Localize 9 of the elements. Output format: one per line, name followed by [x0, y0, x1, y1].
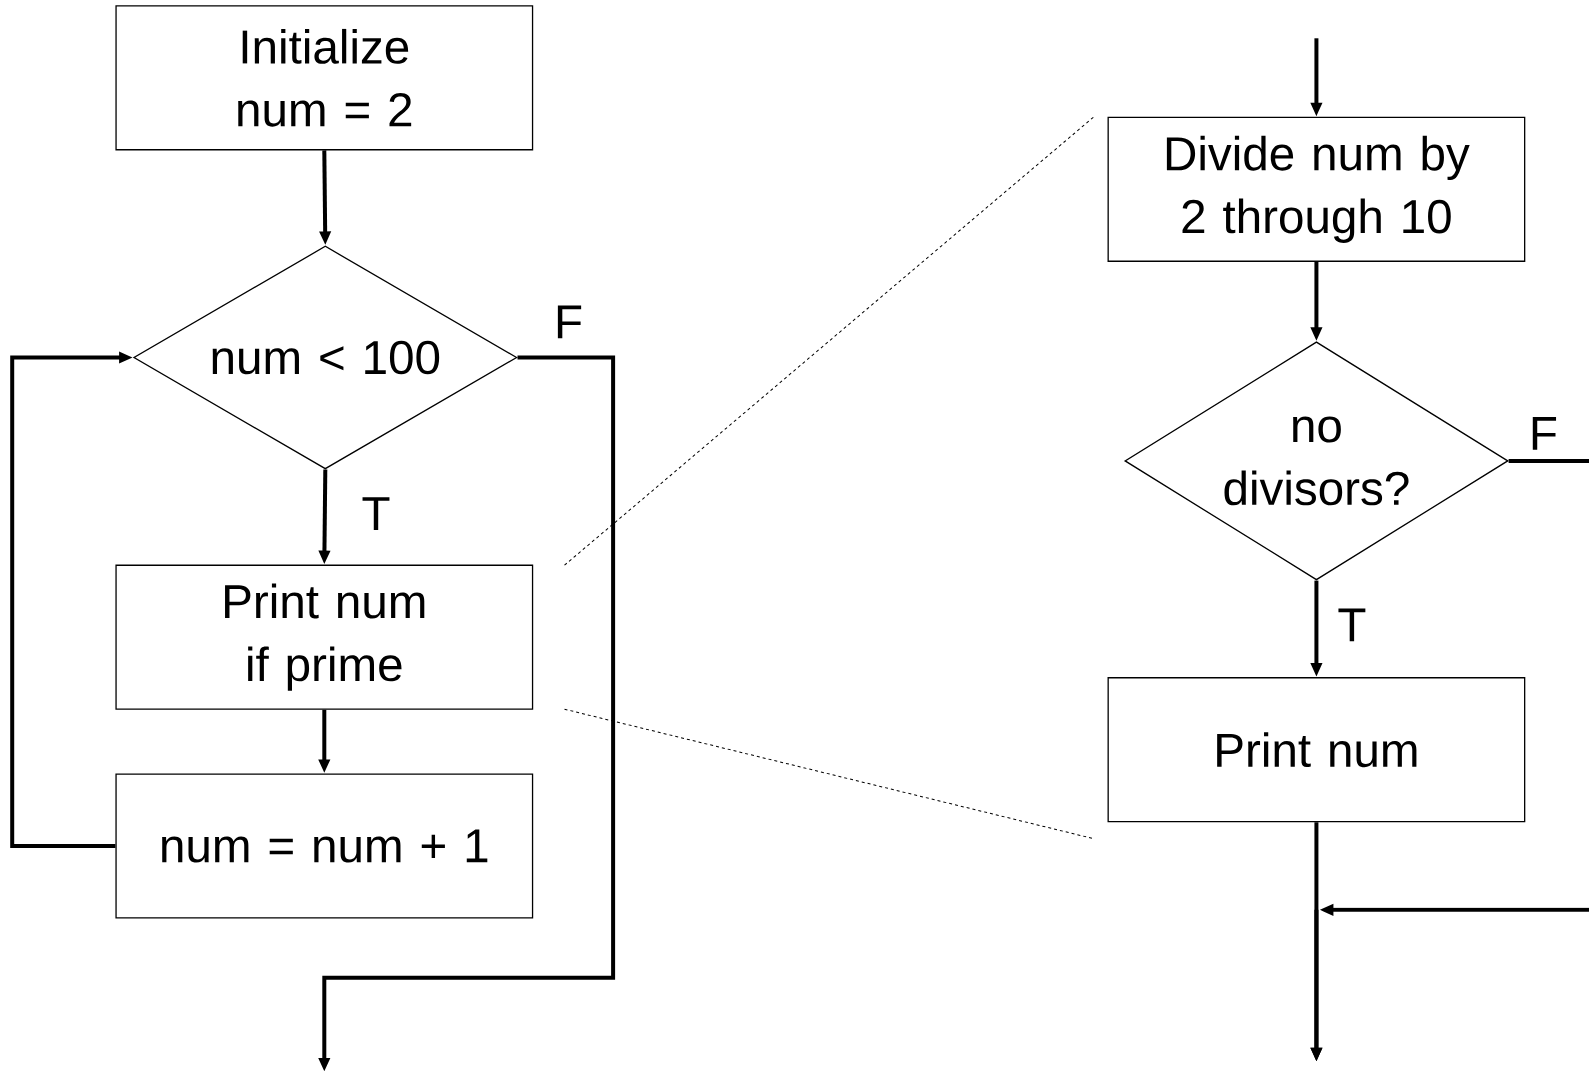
edge-label: T [1338, 608, 1366, 642]
edge-label: F [557, 305, 582, 339]
process-box: Print num if prime [115, 564, 534, 710]
process-box: Divide num by 2 through 10 [1107, 116, 1526, 262]
edge-label: F [1532, 417, 1557, 450]
edge-label: T [362, 497, 390, 530]
process-box: Initialize num = 2 [115, 5, 534, 151]
process-box: num = num + 1 [115, 773, 534, 919]
process-box: Print num [1107, 677, 1526, 823]
